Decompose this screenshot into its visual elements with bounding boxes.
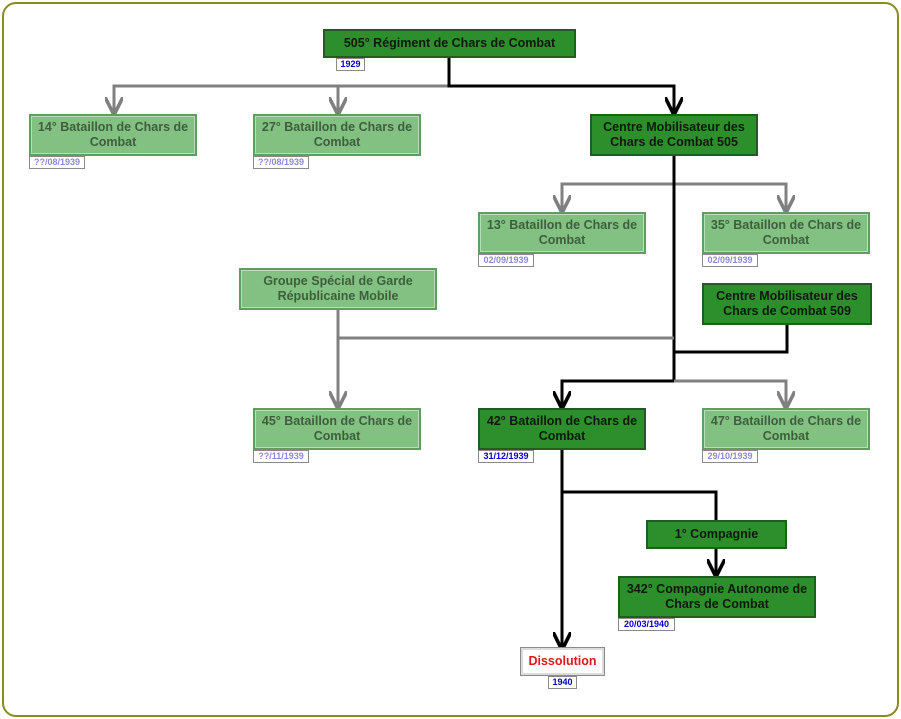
node-cm509: Centre Mobilisateur des Chars de Combat … bbox=[702, 283, 872, 325]
date-13-bataillon: 02/09/1939 bbox=[478, 254, 534, 267]
connector-505-to-14 bbox=[114, 84, 449, 112]
node-45-bataillon: 45° Bataillon de Chars de Combat bbox=[253, 408, 421, 450]
date-47-bataillon: 29/10/1939 bbox=[702, 450, 758, 463]
node-14-bataillon: 14° Bataillon de Chars de Combat bbox=[29, 114, 197, 156]
connector-cm505-to-13 bbox=[562, 182, 674, 210]
node-505-regiment: 505° Régiment de Chars de Combat bbox=[323, 29, 576, 58]
connector-cm505-to-35 bbox=[674, 182, 786, 210]
node-42-bataillon: 42° Bataillon de Chars de Combat bbox=[478, 408, 646, 450]
node-342-compagnie: 342° Compagnie Autonome de Chars de Comb… bbox=[618, 576, 816, 618]
node-35-bataillon: 35° Bataillon de Chars de Combat bbox=[702, 212, 870, 254]
node-13-bataillon: 13° Bataillon de Chars de Combat bbox=[478, 212, 646, 254]
node-1-compagnie: 1° Compagnie bbox=[646, 520, 787, 549]
date-342-compagnie: 20/03/1940 bbox=[618, 618, 675, 631]
connector-trunk-to-42 bbox=[562, 379, 674, 406]
node-dissolution: Dissolution bbox=[520, 647, 605, 676]
connector-505-to-cm505 bbox=[447, 57, 674, 112]
node-gsgrm: Groupe Spécial de Garde Républicaine Mob… bbox=[239, 268, 437, 310]
node-cm505: Centre Mobilisateur des Chars de Combat … bbox=[590, 114, 758, 156]
node-47-bataillon: 47° Bataillon de Chars de Combat bbox=[702, 408, 870, 450]
date-35-bataillon: 02/09/1939 bbox=[702, 254, 758, 267]
date-dissolution: 1940 bbox=[548, 676, 577, 689]
date-14-bataillon: ??/08/1939 bbox=[29, 156, 85, 169]
connector-42-to-c1 bbox=[562, 490, 718, 520]
date-45-bataillon: ??/11/1939 bbox=[253, 450, 309, 463]
date-27-bataillon: ??/08/1939 bbox=[253, 156, 309, 169]
date-42-bataillon: 31/12/1939 bbox=[478, 450, 534, 463]
date-505-regiment: 1929 bbox=[336, 58, 365, 71]
connector-trunk-to-47 bbox=[674, 379, 786, 406]
connector-cm509-to-trunk bbox=[674, 323, 789, 354]
node-27-bataillon: 27° Bataillon de Chars de Combat bbox=[253, 114, 421, 156]
